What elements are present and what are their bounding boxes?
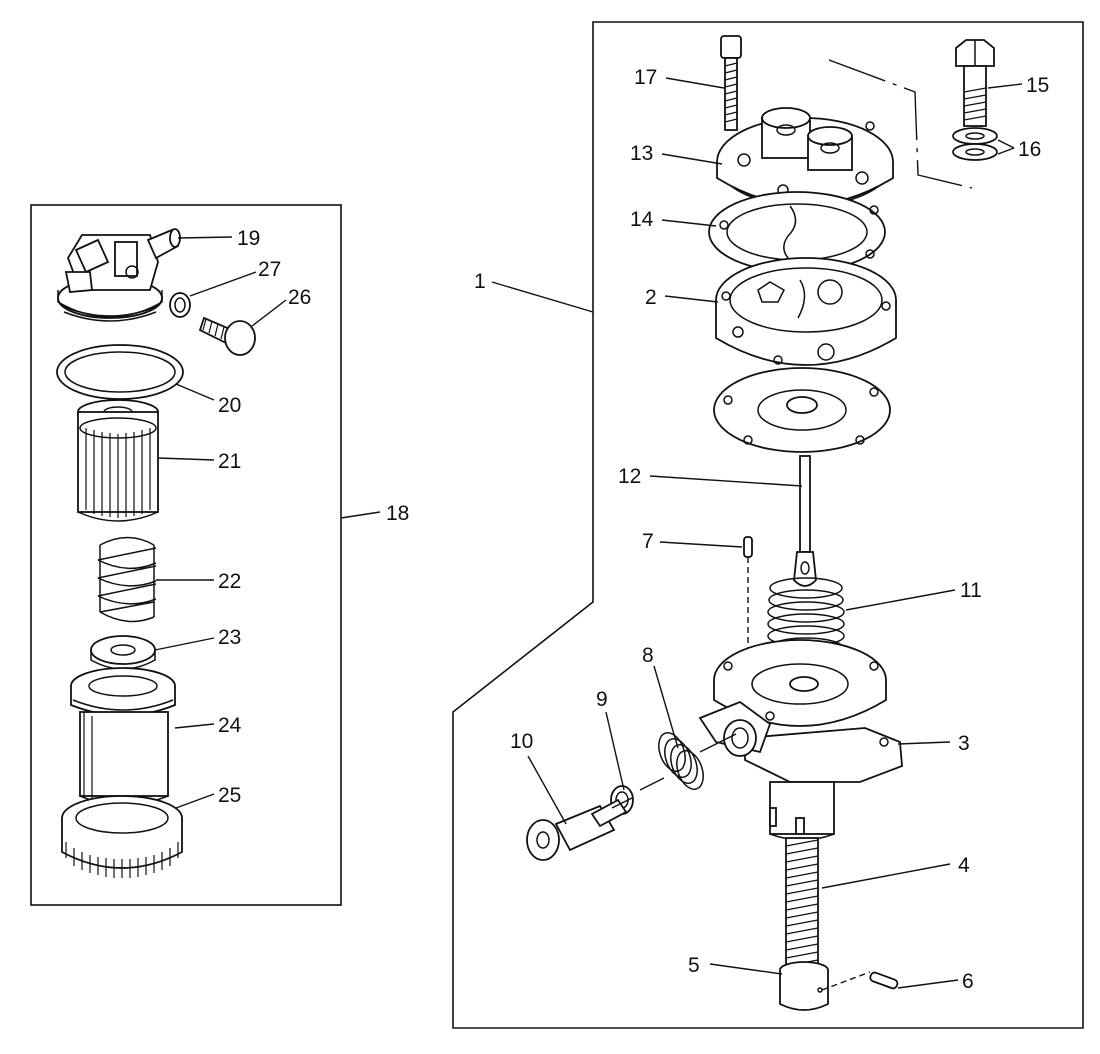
part-valve-spring: [658, 732, 704, 790]
callout-3: 3: [958, 732, 970, 755]
callout-15: 15: [1026, 74, 1049, 97]
part-filter-spring: [97, 536, 157, 623]
callout-24: 24: [218, 714, 242, 737]
part-sealing-washer: [169, 292, 191, 318]
group-frame-lift-pump: [452, 21, 1084, 1029]
assembly-axis-line: [828, 59, 973, 189]
part-copper-washers: [952, 127, 998, 161]
callout-12: 12: [618, 465, 641, 488]
callout-1: 1: [474, 270, 486, 293]
part-o-ring: [56, 344, 184, 400]
part-diaphragm-spring: [767, 577, 845, 659]
callout-13: 13: [630, 142, 653, 165]
callout-5: 5: [688, 954, 700, 977]
part-bleed-screw: [198, 316, 256, 356]
callout-17: 17: [634, 66, 657, 89]
valve-assembly-axis-line: [611, 733, 737, 809]
part-diaphragm-pull-rod: [793, 455, 817, 587]
part-actuating-shaft: [785, 837, 819, 971]
part-pump-body: [715, 257, 897, 366]
callout-21: 21: [218, 450, 241, 473]
callout-8: 8: [642, 644, 654, 667]
callout-14: 14: [630, 208, 654, 231]
callout-10: 10: [510, 730, 533, 753]
callout-11: 11: [960, 579, 982, 602]
callout-6: 6: [962, 970, 974, 993]
part-bowl-retaining-ring: [61, 795, 183, 878]
callout-27: 27: [258, 258, 281, 281]
part-filter-head: [57, 228, 181, 322]
part-spring-seat: [90, 635, 156, 670]
part-top-cover: [716, 107, 894, 207]
callout-7: 7: [642, 530, 654, 553]
callout-2: 2: [645, 286, 657, 309]
part-filter-bowl: [70, 667, 176, 806]
part-cover-screw: [720, 35, 742, 131]
part-banjo-bolt: [955, 39, 995, 127]
callout-4: 4: [958, 854, 970, 877]
part-diaphragm: [713, 367, 891, 453]
callout-20: 20: [218, 394, 241, 417]
leader-lines: [154, 77, 1023, 989]
callout-9: 9: [596, 688, 608, 711]
part-lower-housing: [698, 639, 903, 841]
callout-18: 18: [386, 502, 409, 525]
callout-23: 23: [218, 626, 241, 649]
part-filter-element: [77, 399, 159, 522]
part-priming-plug: [526, 798, 628, 861]
callout-16: 16: [1018, 138, 1041, 161]
part-tappet-pin: [821, 971, 899, 991]
callout-26: 26: [288, 286, 311, 309]
callout-labels: 1 2 3 4 5 6 7 8 9 10 11 12 13 14 15 16 1…: [218, 66, 1049, 993]
group-frame-filter-assembly: [30, 204, 342, 906]
callout-25: 25: [218, 784, 241, 807]
callout-22: 22: [218, 570, 241, 593]
part-cover-gasket: [708, 191, 886, 273]
callout-19: 19: [237, 227, 260, 250]
part-tappet: [779, 961, 829, 1011]
part-retaining-pin: [743, 536, 753, 700]
